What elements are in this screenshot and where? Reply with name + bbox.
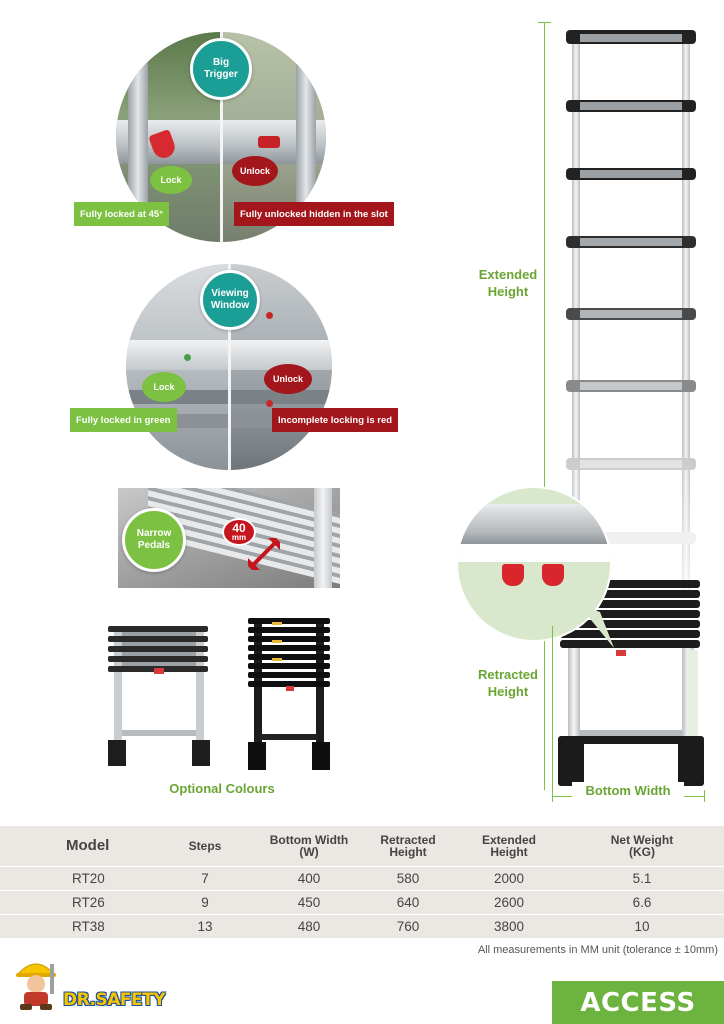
cell-model: RT20 bbox=[0, 865, 150, 890]
badge-label: Viewing Window bbox=[210, 288, 250, 311]
silver-ladder-image bbox=[108, 626, 210, 766]
table-header-row: Model Steps Bottom Width (W) Retracted H… bbox=[0, 826, 724, 866]
cell-steps: 13 bbox=[150, 913, 260, 938]
zoom-slot bbox=[458, 544, 610, 562]
retracted-height-line bbox=[552, 626, 553, 790]
viewing-window-badge: Viewing Window bbox=[200, 270, 260, 330]
measurement-note: All measurements in MM unit (tolerance ±… bbox=[477, 944, 718, 956]
cell-bottom-width: 400 bbox=[260, 865, 358, 890]
table-row: RT20 7 400 580 2000 5.1 bbox=[0, 865, 724, 890]
optional-colours-label: Optional Colours bbox=[169, 781, 275, 796]
green-indicator-dot bbox=[184, 354, 191, 361]
caption-text: Fully unlocked hidden in the slot bbox=[240, 208, 388, 220]
size-value: 40 bbox=[232, 521, 246, 535]
callout-pointer bbox=[578, 604, 614, 648]
cell-bottom-width: 450 bbox=[260, 889, 358, 914]
cell-retracted-height: 640 bbox=[358, 889, 458, 914]
table-row: RT38 13 480 760 3800 10 bbox=[0, 913, 724, 938]
black-ladder-image bbox=[248, 618, 330, 770]
caption-text: Fully locked at 45° bbox=[80, 208, 163, 220]
red-indicator-dot bbox=[266, 400, 273, 407]
big-trigger-badge: Big Trigger bbox=[190, 38, 252, 100]
window-photo bbox=[126, 264, 332, 470]
bottom-width-tick bbox=[704, 790, 705, 802]
section-label: ACCESS bbox=[552, 981, 724, 1024]
trigger-unlock-caption: Fully unlocked hidden in the slot bbox=[234, 202, 394, 226]
zoom-rung bbox=[458, 504, 610, 544]
window-unlock-caption: Incomplete locking is red bbox=[272, 408, 399, 432]
spec-table: Model Steps Bottom Width (W) Retracted H… bbox=[0, 826, 724, 938]
extended-height-tick-top bbox=[538, 22, 551, 23]
bottom-width-tick bbox=[552, 790, 553, 802]
cell-extended-height: 2000 bbox=[458, 865, 560, 890]
ladder-stile-right bbox=[296, 32, 316, 242]
cell-net-weight: 6.6 bbox=[560, 889, 724, 914]
cell-extended-height: 3800 bbox=[458, 913, 560, 938]
mascot-logo-icon bbox=[16, 963, 56, 1010]
badge-label: Narrow Pedals bbox=[136, 528, 172, 551]
cell-model: RT26 bbox=[0, 889, 150, 914]
cell-model: RT38 bbox=[0, 913, 150, 938]
cell-steps: 9 bbox=[150, 889, 260, 914]
badge-label: Big Trigger bbox=[204, 57, 238, 80]
size-unit: mm bbox=[231, 533, 247, 542]
width-arrow-icon bbox=[248, 538, 280, 570]
red-trigger bbox=[542, 564, 564, 586]
unlock-label: Unlock bbox=[272, 374, 303, 384]
unlock-bubble: Unlock bbox=[232, 156, 278, 186]
cell-steps: 7 bbox=[150, 865, 260, 890]
extended-ladder-image bbox=[556, 24, 706, 804]
ladder-stile bbox=[314, 488, 332, 588]
lock-label: Lock bbox=[153, 382, 175, 392]
cell-net-weight: 5.1 bbox=[560, 865, 724, 890]
window-lock-caption: Fully locked in green bbox=[70, 408, 177, 432]
cell-net-weight: 10 bbox=[560, 913, 724, 938]
unlock-bubble: Unlock bbox=[264, 364, 312, 394]
trigger-zoom-callout bbox=[456, 486, 612, 642]
narrow-pedals-badge: Narrow Pedals bbox=[122, 508, 186, 572]
cell-bottom-width: 480 bbox=[260, 913, 358, 938]
lock-bubble: Lock bbox=[142, 372, 186, 402]
cell-retracted-height: 760 bbox=[358, 913, 458, 938]
ladder-stile-left bbox=[128, 32, 148, 242]
red-trigger bbox=[502, 564, 524, 586]
extended-height-line bbox=[544, 22, 545, 790]
header-bottom-width: Bottom Width (W) bbox=[269, 832, 349, 859]
cell-retracted-height: 580 bbox=[358, 865, 458, 890]
red-trigger-unlocked bbox=[258, 136, 280, 148]
extended-height-label: Extended Height bbox=[478, 267, 538, 299]
cell-extended-height: 2600 bbox=[458, 889, 560, 914]
table-row: RT26 9 450 640 2600 6.6 bbox=[0, 889, 724, 914]
retracted-height-label: Retracted Height bbox=[478, 667, 538, 699]
brand-logo: DR.SAFETY bbox=[63, 990, 166, 1010]
red-indicator-dot bbox=[266, 312, 273, 319]
caption-text: Fully locked in green bbox=[76, 414, 171, 426]
header-extended-height: Extended Height bbox=[481, 832, 536, 859]
caption-text: Incomplete locking is red bbox=[278, 414, 393, 426]
lock-bubble: Lock bbox=[150, 166, 192, 194]
size-bubble: 40 mm bbox=[222, 518, 256, 546]
header-steps: Steps bbox=[188, 838, 222, 853]
header-retracted-height: Retracted Height bbox=[380, 832, 436, 859]
bottom-width-label: Bottom Width bbox=[572, 782, 684, 799]
header-model: Model bbox=[66, 836, 110, 854]
header-net-weight: Net Weight (KG) bbox=[610, 832, 674, 859]
trigger-lock-caption: Fully locked at 45° bbox=[74, 202, 169, 226]
lock-label: Lock bbox=[160, 175, 182, 185]
unlock-label: Unlock bbox=[239, 166, 270, 176]
